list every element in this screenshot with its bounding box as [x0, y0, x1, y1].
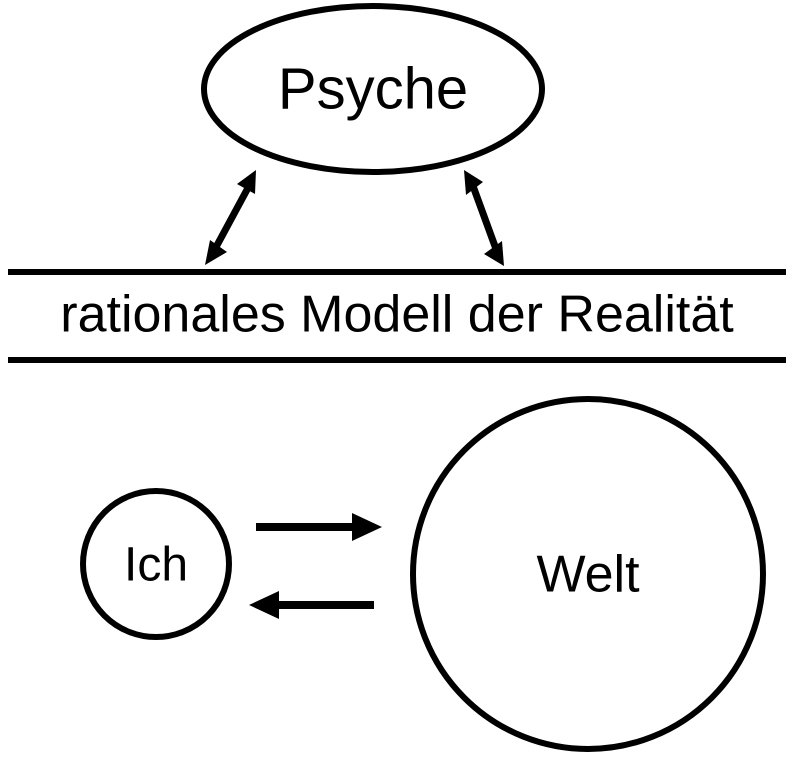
- double-arrow-left-shaft: [211, 184, 253, 251]
- double-arrow-right-shaft: [469, 184, 500, 251]
- double-arrow-right-head-down-icon: [484, 241, 504, 266]
- double-arrow-left-head-down-icon: [205, 240, 227, 265]
- psyche-ellipse-outline: [201, 3, 545, 175]
- connector-psyche-band-left[interactable]: [205, 170, 256, 265]
- psyche-label: Psyche: [278, 56, 468, 121]
- ich-label: Ich: [124, 539, 188, 592]
- node-welt[interactable]: Welt: [410, 396, 766, 752]
- welt-circle-outline: [410, 396, 766, 752]
- band-label: rationales Modell der Realität: [60, 286, 734, 344]
- connector-ich-to-welt[interactable]: [256, 513, 382, 541]
- welt-label: Welt: [536, 546, 640, 604]
- connector-welt-to-ich[interactable]: [249, 591, 374, 619]
- connector-psyche-band-right[interactable]: [464, 170, 504, 266]
- arrow-welt-to-ich-head-icon: [249, 591, 279, 619]
- node-ich[interactable]: Ich: [80, 488, 232, 640]
- arrow-ich-to-welt-head-icon: [352, 513, 382, 541]
- double-arrow-right-head-up-icon: [464, 170, 483, 195]
- ich-circle-outline: [80, 488, 232, 640]
- node-psyche[interactable]: Psyche: [201, 3, 545, 175]
- band-rationales-modell: rationales Modell der Realität: [8, 269, 786, 363]
- double-arrow-left-head-up-icon: [237, 170, 256, 194]
